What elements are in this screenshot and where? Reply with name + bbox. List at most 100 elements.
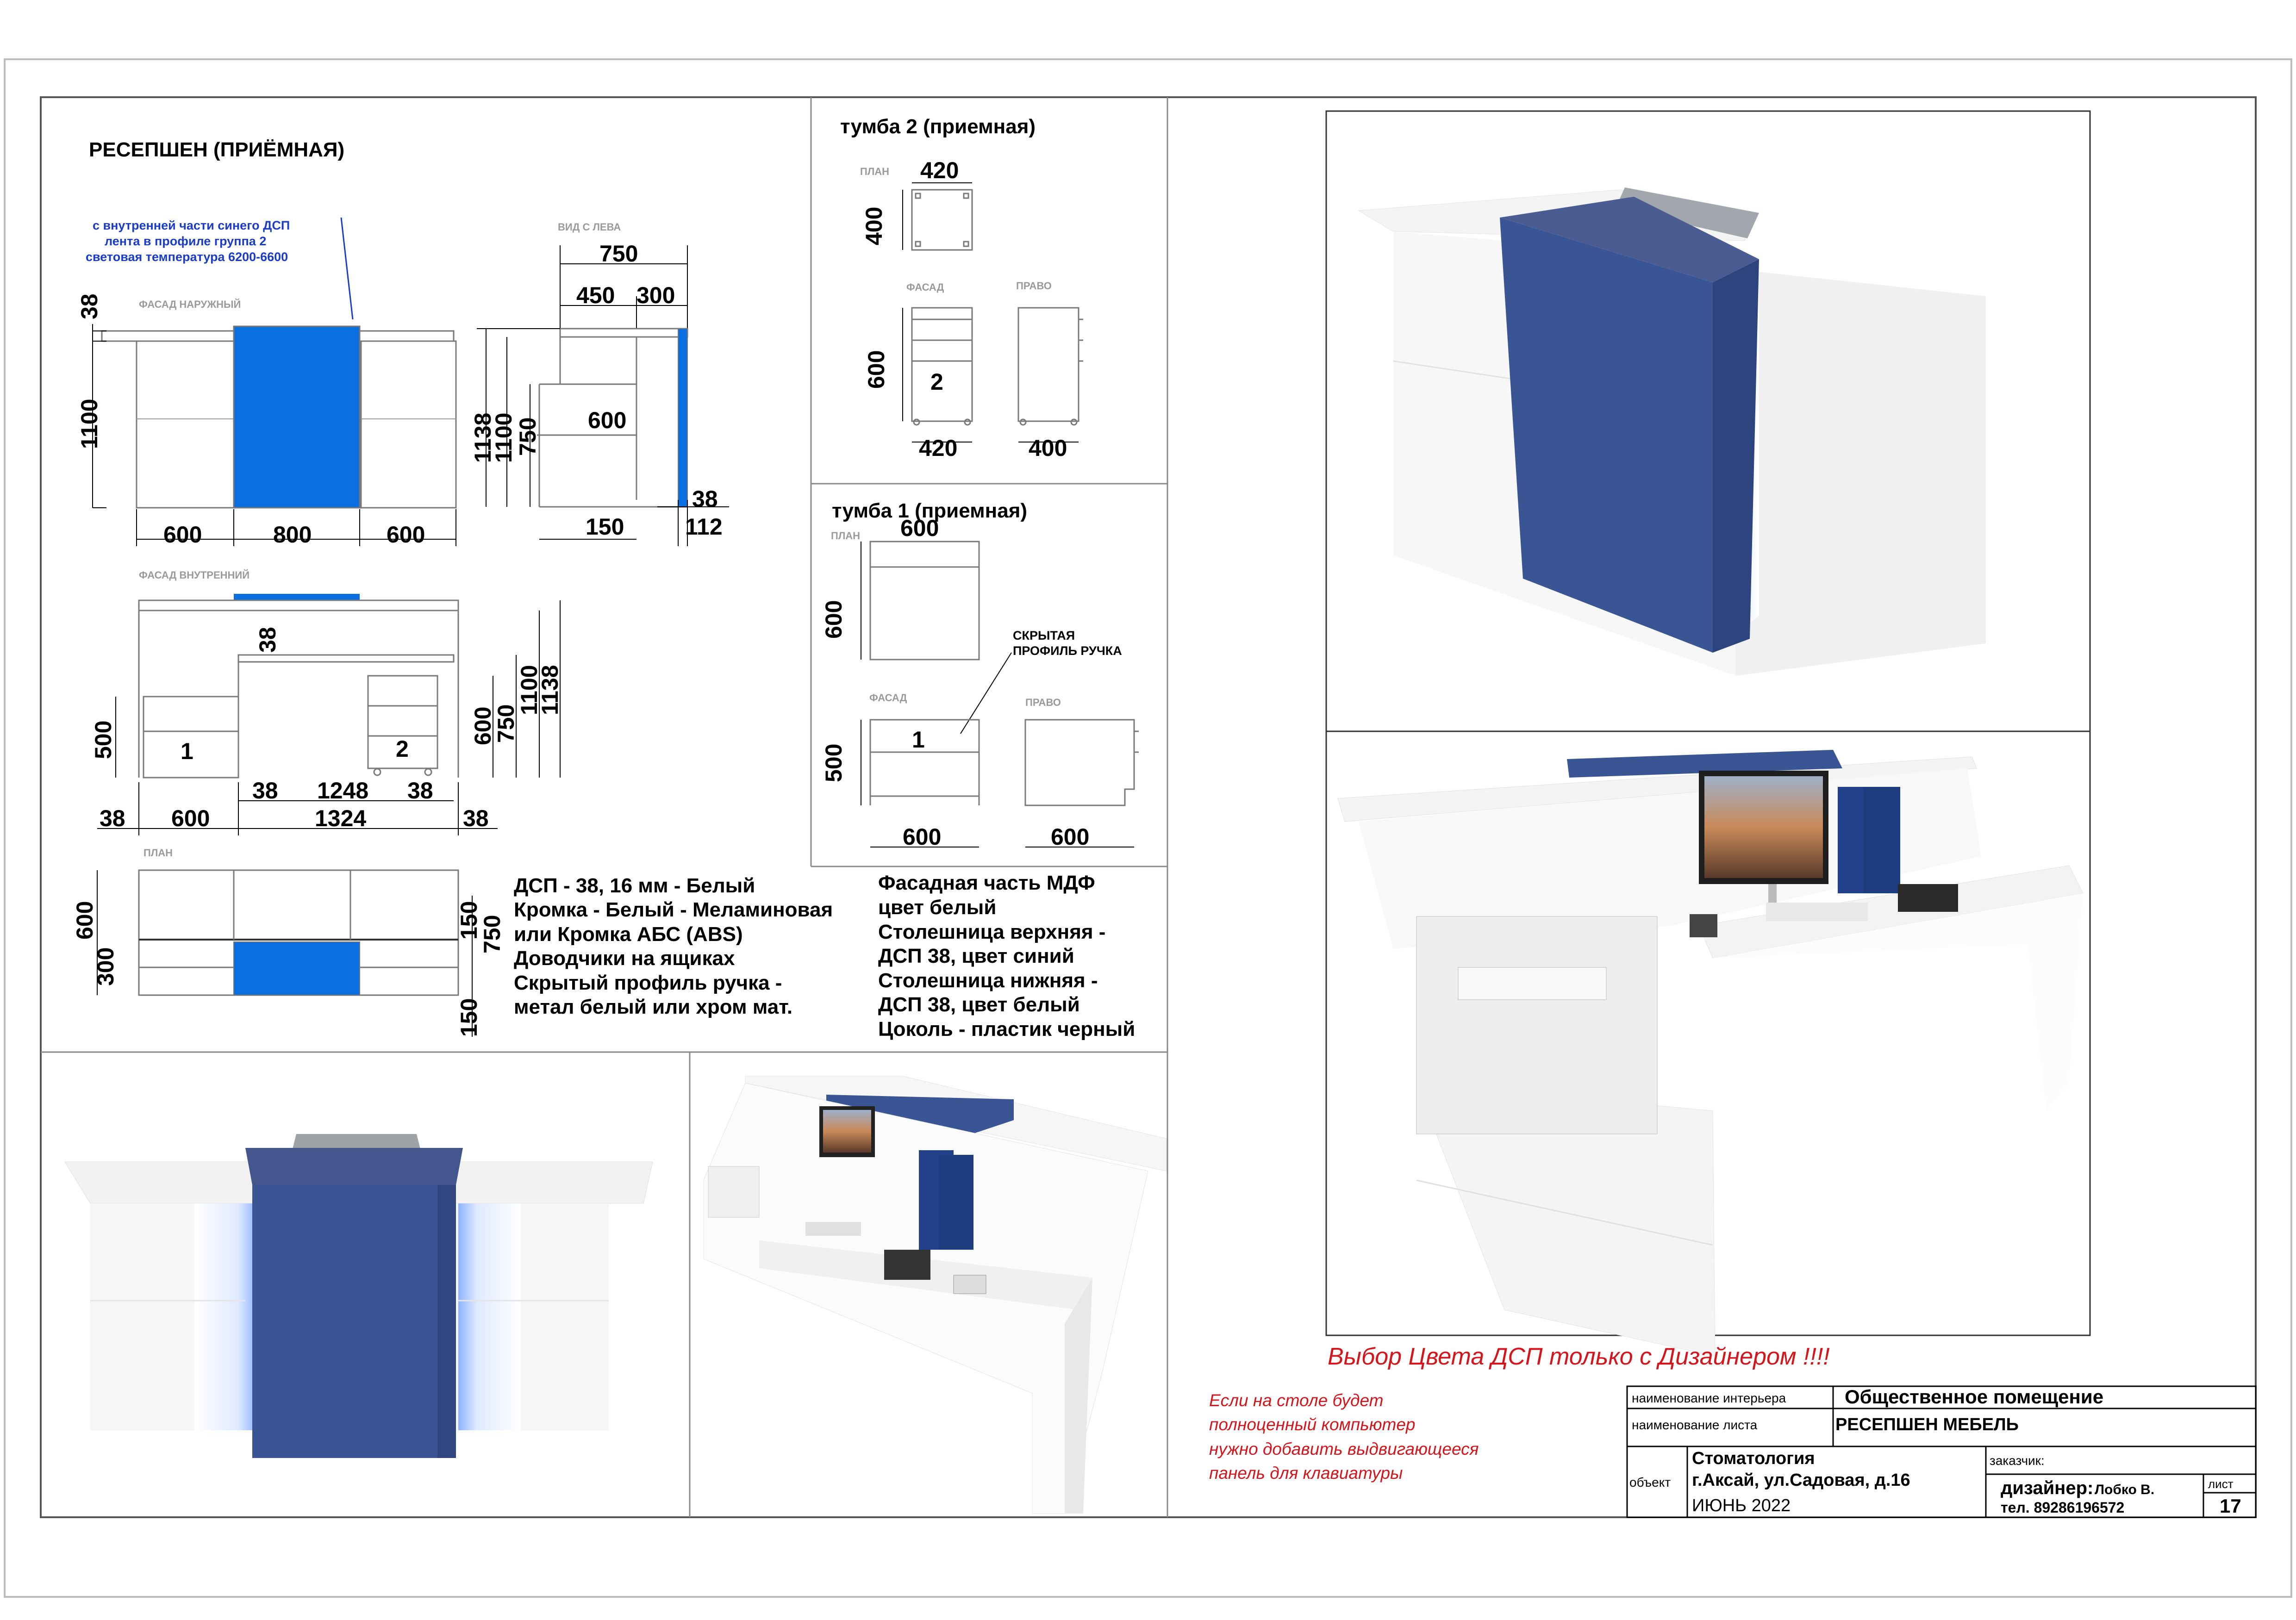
dim-label: 800 (273, 522, 312, 548)
dim-label: 400 (861, 207, 887, 245)
inner-border (40, 96, 2257, 1518)
blue-panel (233, 325, 361, 509)
object-label: объект (1629, 1475, 1671, 1489)
dim-label: 600 (470, 707, 496, 745)
dim-label: 1100 (491, 413, 517, 463)
dim-label: 1138 (537, 665, 563, 715)
view-label: ФАСАД ВНУТРЕННИЙ (139, 569, 250, 581)
dim-label: 38 (252, 778, 278, 804)
left-side-view: ВИД С ЛЕВА 750 450 300 1138 1100 750 600… (470, 221, 729, 546)
blue-edge (678, 328, 688, 507)
printer (1416, 916, 1658, 1134)
handle-note: СКРЫТАЯ (1013, 629, 1075, 642)
plan-view: ПЛАН 600 300 150 750 150 (72, 847, 505, 1037)
dim-label: 1100 (76, 399, 102, 449)
view-label: ВИД С ЛЕВА (558, 221, 621, 233)
dim-label: 600 (171, 805, 210, 831)
dim-label: 1138 (470, 413, 496, 463)
tumba-2-drawing: тумба 2 (приемная) ПЛАН 420 400 ФАСАД ПР… (840, 115, 1083, 461)
dim-label: 600 (588, 407, 626, 433)
facade-outer-view: ФАСАД НАРУЖНЫЙ 38 1100 600 800 600 (76, 293, 457, 548)
title-block: наименование интерьера Общественное поме… (1626, 1385, 2257, 1518)
render-blue-panel (252, 1185, 437, 1458)
interior-value: Общественное помещение (1845, 1386, 2103, 1408)
dim-label: 112 (685, 514, 723, 540)
view-label: ПРАВО (1025, 697, 1061, 708)
sheet-value: РЕСЕПШЕН МЕБЕЛЬ (1835, 1415, 2019, 1434)
sheet-no-label: лист (2208, 1477, 2234, 1491)
section-title: тумба 1 (приемная) (832, 499, 1027, 522)
dim-label: 600 (387, 522, 425, 548)
dim-label: 500 (821, 744, 847, 782)
material-line: Фасадная часть МДФ (878, 872, 1095, 894)
material-line: цвет белый (878, 896, 996, 919)
dim-label: 600 (863, 350, 889, 389)
dim-label: 600 (163, 522, 202, 548)
dim-label: 1324 (315, 805, 366, 831)
dim-label: 750 (515, 417, 541, 456)
dim-label: 600 (821, 600, 847, 639)
dim-label: 38 (76, 293, 102, 319)
material-line: Столешница верхняя - (878, 921, 1105, 943)
dim-label: 300 (93, 947, 119, 986)
material-line: Скрытый профиль ручка - (514, 972, 782, 994)
dim-label: 150 (456, 998, 482, 1037)
dim-label: 150 (456, 901, 482, 940)
page-title: РЕСЕПШЕН (ПРИЁМНАЯ) (89, 138, 344, 161)
material-line: ДСП - 38, 16 мм - Белый (514, 874, 755, 897)
view-label: ПЛАН (860, 166, 889, 177)
drawer-number: 1 (181, 738, 193, 764)
object-value: Стоматология (1692, 1449, 1815, 1468)
dim-label: 500 (90, 721, 116, 759)
dim-label: 38 (100, 805, 125, 831)
view-label: ФАСАД НАРУЖНЫЙ (139, 299, 241, 310)
red-note: Если на столе будет полноценный компьюте… (1209, 1391, 1479, 1483)
sheet-label: наименование листа (1632, 1418, 1758, 1432)
material-line: ДСП 38, цвет синий (878, 945, 1074, 967)
dim-label: 450 (576, 282, 615, 308)
material-line: Столешница нижняя - (878, 969, 1098, 992)
drawer-number: 2 (930, 369, 943, 395)
dim-label: 750 (599, 241, 638, 267)
dim-label: 38 (692, 486, 718, 512)
view-label: ПЛАН (831, 530, 860, 542)
dim-label: 420 (919, 435, 957, 461)
red-note-line: панель для клавиатуры (1209, 1464, 1403, 1483)
dim-label: 1248 (317, 778, 368, 804)
blue-top-plan (233, 941, 360, 996)
blue-note-line: с внутренней части синего ДСП (93, 218, 290, 232)
facade-inner-view: ФАСАД ВНУТРЕННИЙ 1 2 38 500 600 750 1100… (90, 569, 563, 835)
blue-note-line: лента в профиле группа 2 (105, 234, 266, 248)
sheet-number: 17 (2220, 1495, 2241, 1517)
material-line: или Кромка АБС (ABS) (514, 923, 743, 946)
drawer-number: 2 (396, 736, 409, 762)
dim-label: 38 (407, 778, 433, 804)
dim-label: 38 (255, 627, 281, 653)
material-line: Доводчики на ящиках (514, 947, 735, 970)
material-line: метал белый или хром мат. (514, 996, 792, 1018)
drawer-number: 1 (912, 727, 925, 753)
material-line: Кромка - Белый - Меламиновая (514, 898, 833, 921)
dim-label: 600 (900, 515, 939, 541)
dim-label: 150 (586, 514, 624, 540)
dim-label: 750 (493, 704, 519, 743)
render-front-view (64, 1134, 653, 1458)
render-angle-view (1325, 110, 2091, 732)
material-line: ДСП 38, цвет белый (878, 993, 1080, 1016)
blue-note-line: световая температура 6200-6600 (86, 250, 288, 264)
dim-label: 600 (1051, 824, 1089, 850)
blue-note: с внутренней части синего ДСП лента в пр… (86, 217, 354, 320)
render-back-large (1325, 730, 2091, 1357)
tumba-1-drawing: тумба 1 (приемная) ПЛАН 600 600 СКРЫТАЯ … (821, 499, 1139, 850)
object-address: г.Аксай, ул.Садовая, д.16 (1692, 1470, 1910, 1490)
designer-name: Лобко В. (2095, 1482, 2154, 1497)
designer-phone: тел. 89286196572 (2001, 1499, 2124, 1516)
dim-label: 300 (636, 282, 675, 308)
dim-label: 600 (72, 901, 98, 940)
view-label: ПЛАН (144, 847, 173, 859)
handle-note: ПРОФИЛЬ РУЧКА (1013, 644, 1122, 658)
customer-label: заказчик: (1990, 1453, 2045, 1468)
dim-label: 1100 (516, 665, 542, 715)
interior-label: наименование интерьера (1632, 1391, 1786, 1405)
